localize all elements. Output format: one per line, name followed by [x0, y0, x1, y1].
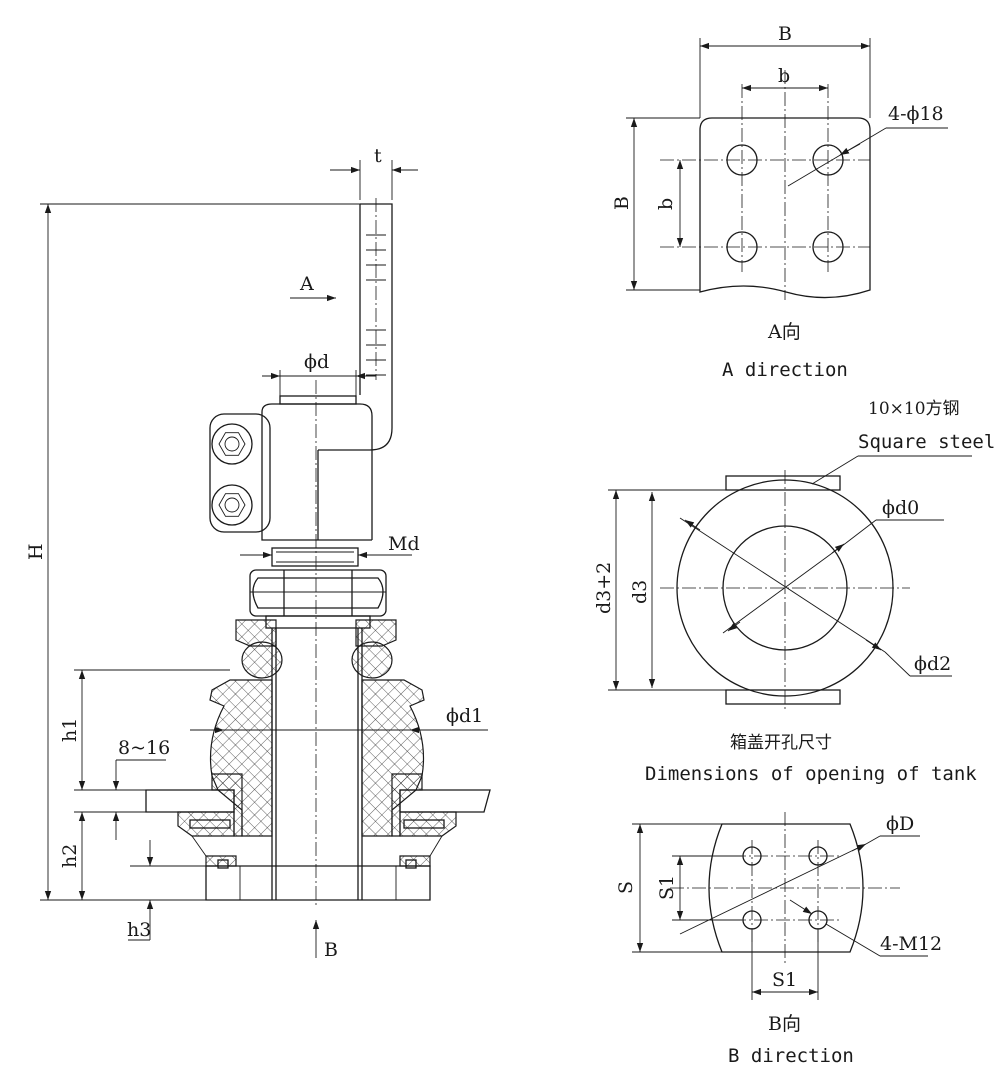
dim-s1-side-label: S1 — [656, 875, 678, 900]
view-a-label: A — [299, 273, 314, 295]
hole-callout-label: 4-ϕ18 — [888, 103, 944, 125]
bushing-section-view: t A ϕd Md H h1 8~16 — [25, 145, 491, 961]
dim-phi-d-label: ϕd — [304, 351, 329, 373]
tank-opening-view: 10×10方钢 Square steel ϕd0 ϕd2 d3+2 d3 箱盖开… — [593, 399, 995, 785]
flange-outline — [708, 823, 864, 953]
terminal-hole-marks — [366, 234, 386, 376]
dim-d3-plus-label: d3+2 — [593, 562, 615, 614]
dim-thickness-range-label: 8~16 — [118, 737, 170, 759]
lower-ring-left — [177, 811, 235, 837]
square-steel-label-en: Square steel — [858, 431, 995, 453]
terminal-hole-1 — [726, 144, 758, 176]
a-direction-view: B b 4-ϕ18 B b A向 A direction — [611, 23, 948, 381]
dim-b-small-side-label: b — [655, 198, 677, 210]
terminal-hole-2 — [812, 144, 844, 176]
flange-hole-4 — [808, 910, 828, 930]
dim-t-label: t — [374, 145, 382, 167]
dim-phi-d2-label: ϕd2 — [914, 653, 951, 675]
flange-hole-3 — [742, 910, 762, 930]
upper-gasket-right — [355, 619, 397, 647]
washer — [265, 615, 371, 629]
b-direction-view: ϕD 4-M12 S S1 S1 B向 B direction — [615, 812, 942, 1067]
a-view-caption-cn: A向 — [767, 321, 801, 343]
tank-cover-left — [145, 789, 235, 813]
base-flange — [205, 865, 431, 901]
stud-thread — [271, 547, 359, 567]
square-steel-label-cn: 10×10方钢 — [868, 399, 960, 419]
dim-s-label: S — [615, 881, 637, 894]
b-view-caption-en: B direction — [728, 1045, 854, 1067]
b-view-caption-cn: B向 — [768, 1013, 801, 1035]
dim-b-small-top-label: b — [778, 65, 790, 87]
dim-h3-label: h3 — [127, 919, 151, 941]
upper-gasket-left — [235, 619, 277, 647]
clamp-body — [261, 412, 318, 541]
opening-caption-cn: 箱盖开孔尺寸 — [730, 733, 832, 753]
flag-terminal — [318, 203, 393, 451]
dim-b-side-label: B — [611, 196, 633, 210]
terminal-plate-outline — [699, 117, 871, 299]
hex-nut — [249, 569, 387, 617]
thread-callout-label: 4-M12 — [880, 933, 942, 955]
dim-phi-d1-label: ϕd1 — [446, 705, 483, 727]
clamp-bolt-lower — [211, 484, 253, 526]
dim-phi-d0-label: ϕd0 — [882, 497, 919, 519]
dim-phi-big-d-label: ϕD — [886, 813, 914, 835]
terminal-hole-4 — [812, 231, 844, 263]
dim-h2-label: h2 — [59, 844, 81, 868]
dim-b-top-label: B — [778, 23, 792, 45]
dim-s1-bottom-label: S1 — [772, 969, 797, 991]
dim-md-label: Md — [388, 533, 420, 555]
dim-h-label: H — [25, 543, 47, 560]
square-steel-top — [725, 475, 841, 491]
flange-hole-1 — [742, 846, 762, 866]
lower-ring-right — [399, 811, 457, 837]
flange-hole-2 — [808, 846, 828, 866]
opening-caption-en: Dimensions of opening of tank — [645, 763, 977, 785]
view-b-label: B — [324, 939, 338, 961]
tank-cover-right — [399, 789, 491, 813]
terminal-hole-3 — [726, 231, 758, 263]
clamp-bolt-upper — [211, 423, 253, 465]
clamp-plate — [209, 413, 271, 533]
a-view-caption-en: A direction — [722, 359, 848, 381]
dim-h1-label: h1 — [59, 718, 81, 742]
square-steel-bottom — [725, 689, 841, 705]
dim-d3-label: d3 — [629, 580, 651, 604]
